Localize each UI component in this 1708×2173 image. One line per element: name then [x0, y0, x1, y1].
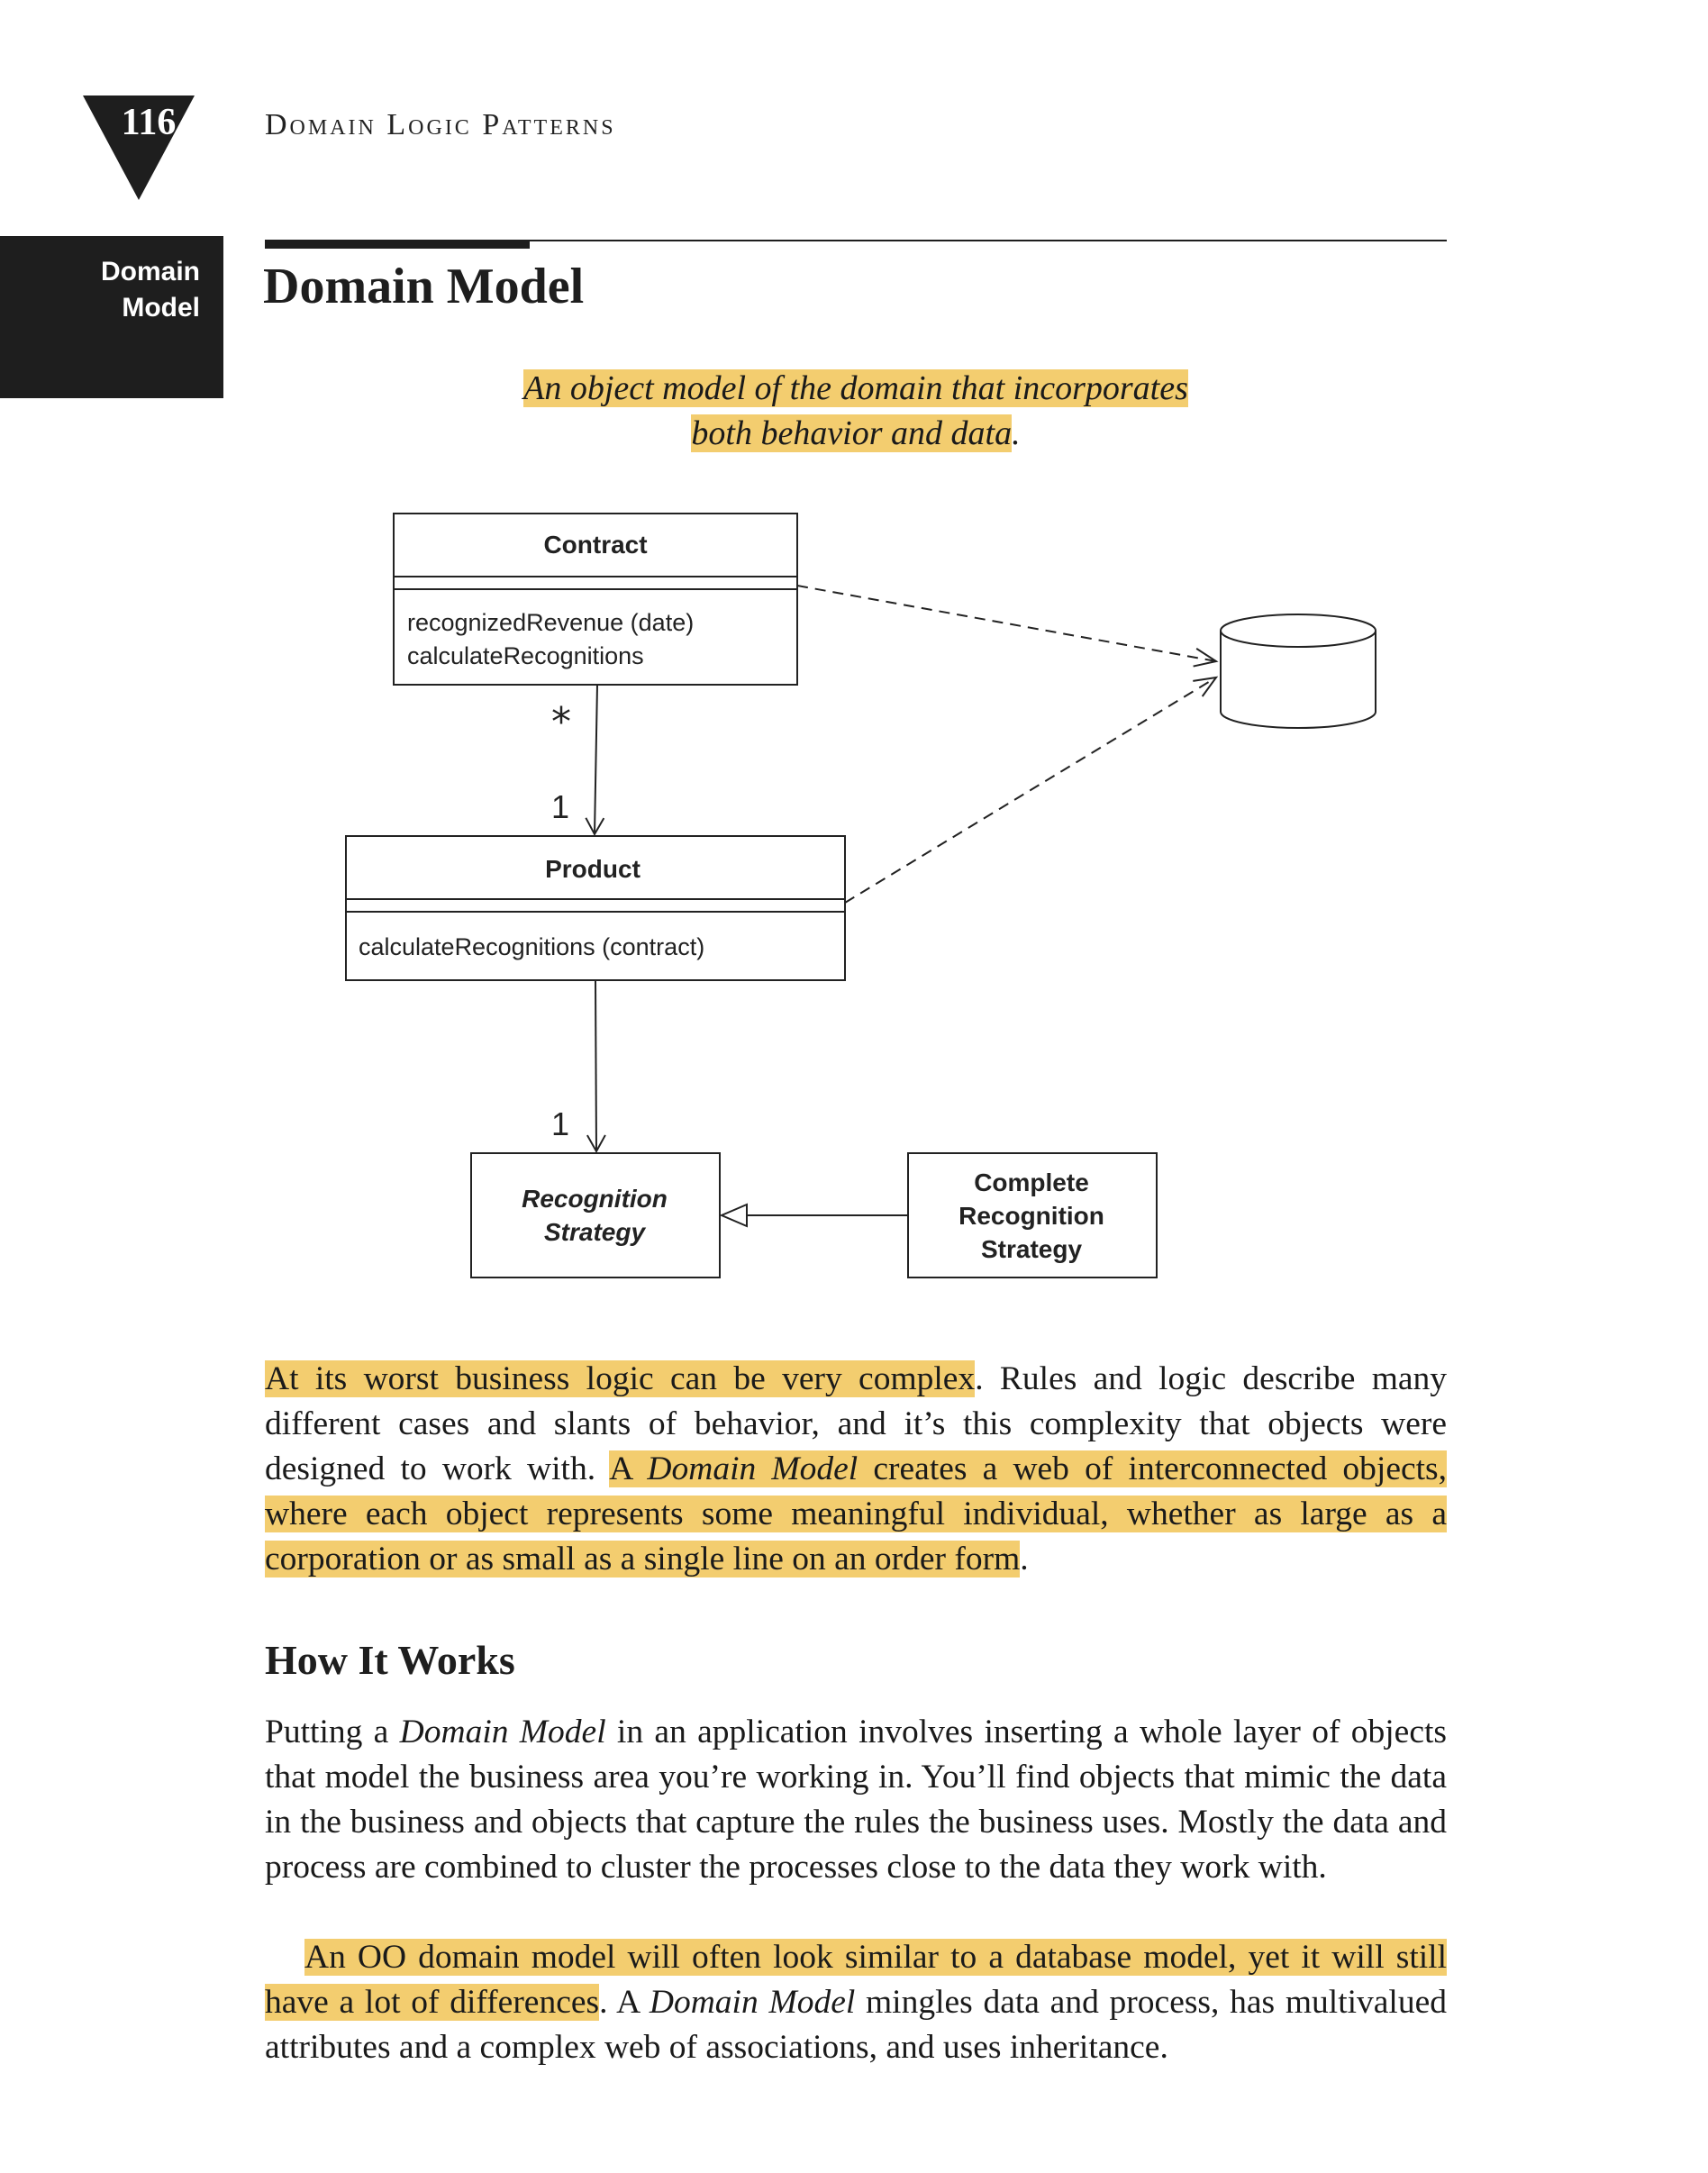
side-tab-label: Domain Model [101, 254, 200, 326]
generalization-arrow [719, 1203, 908, 1228]
emphasis: Domain Model [647, 1450, 859, 1487]
text-run: . A [599, 1984, 650, 2021]
contract-product-association [585, 684, 605, 837]
product-database-dependency [844, 676, 1219, 904]
contract-database-dependency [796, 585, 1219, 668]
intent-period: . [1012, 414, 1021, 452]
recognition-strategy-name-line: Recognition [522, 1185, 668, 1213]
contract-class-name: Contract [543, 531, 647, 559]
product-strategy-association [586, 979, 606, 1154]
product-class-name: Product [545, 855, 640, 883]
database-icon [1220, 614, 1376, 729]
complete-recognition-strategy-class: Complete Recognition Strategy [907, 1152, 1158, 1278]
multiplicity-one: 1 [551, 1105, 569, 1142]
text-run: A [609, 1450, 648, 1487]
uml-diagram: Contract recognizedRevenue (date) calcul… [345, 513, 1376, 1278]
highlight: At its worst business logic can be very … [265, 1360, 976, 1397]
header-rule-accent [265, 240, 530, 249]
text-run: mingles data and process, has multivalue… [265, 1984, 1447, 2066]
text-run: Putting a [265, 1714, 400, 1750]
paragraph: An OO domain model will often look simil… [265, 1935, 1447, 2070]
running-head: Domain Logic Patterns [265, 108, 616, 141]
text-run: . Rules and logic describe many differen… [265, 1360, 1448, 1487]
contract-class: Contract recognizedRevenue (date) calcul… [393, 513, 798, 686]
text-run: creates a web of interconnected objects,… [265, 1450, 1448, 1577]
contract-method: calculateRecognitions [407, 642, 644, 669]
recognition-strategy-class: Recognition Strategy [470, 1152, 721, 1278]
emphasis: Domain Model [399, 1714, 606, 1750]
page-number-marker [83, 95, 195, 200]
section-title: Domain Model [263, 259, 585, 314]
paragraph: At its worst business logic can be very … [265, 1357, 1448, 1582]
text-run: in an application involves inserting a w… [265, 1714, 1447, 1886]
intent-line-2: both behavior and data [691, 414, 1013, 452]
page-number: 116 [121, 102, 177, 143]
product-method: calculateRecognitions (contract) [359, 933, 704, 960]
complete-strategy-name-line: Complete [974, 1168, 1089, 1196]
intent-line-1: An object model of the domain that incor… [523, 369, 1188, 407]
pattern-intent: An object model of the domain that incor… [360, 366, 1351, 456]
contract-method: recognizedRevenue (date) [407, 609, 694, 636]
side-tab-line-2: Model [122, 293, 200, 323]
complete-strategy-name-line: Recognition [958, 1202, 1104, 1230]
product-class: Product calculateRecognitions (contract) [345, 835, 846, 981]
side-tab-line-1: Domain [100, 257, 200, 286]
multiplicity-one: 1 [551, 788, 569, 825]
complete-strategy-name-line: Strategy [981, 1235, 1082, 1263]
emphasis: Domain Model [649, 1984, 856, 2021]
subsection-heading: How It Works [265, 1637, 515, 1683]
paragraph: Putting a Domain Model in an application… [265, 1710, 1447, 1890]
side-tab: Domain Model [0, 236, 223, 398]
multiplicity-many: * [551, 699, 571, 745]
text-run: . [1020, 1541, 1029, 1577]
header-rule [265, 240, 1447, 241]
recognition-strategy-name-line: Strategy [544, 1218, 646, 1246]
